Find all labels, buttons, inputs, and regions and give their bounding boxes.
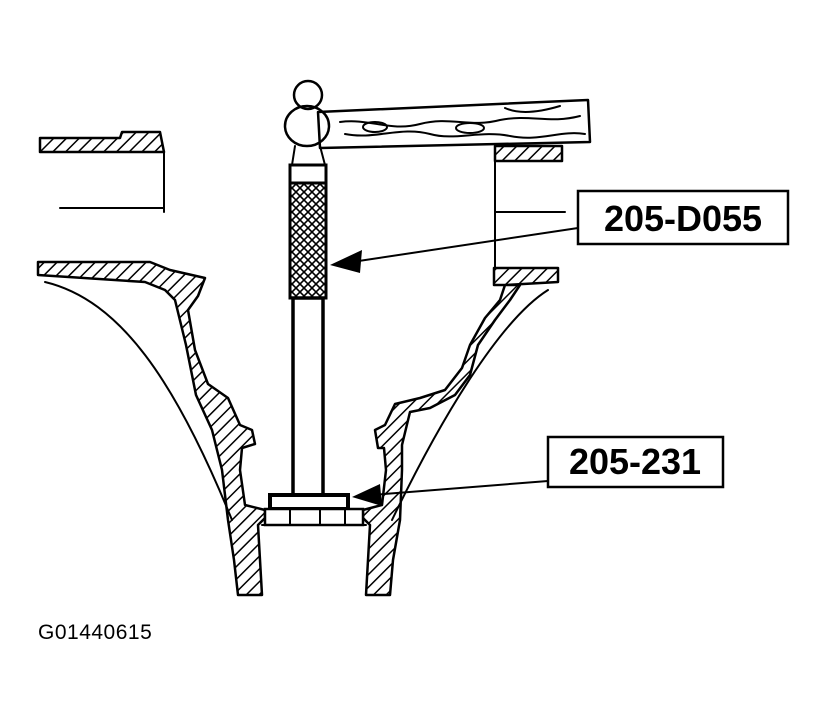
driver-plate	[261, 493, 367, 527]
knurled-grip	[288, 181, 328, 300]
callout-arrow-driver	[352, 480, 549, 506]
callout-label-handle: 205-D055	[604, 198, 762, 239]
callout-arrow-handle	[330, 227, 579, 273]
figure-id: G01440615	[38, 621, 153, 644]
mallet-head	[316, 98, 592, 150]
callout-box-driver: 205-231	[546, 435, 725, 489]
callout-label-driver: 205-231	[569, 441, 701, 482]
housing-cross-section	[36, 130, 566, 597]
callout-box-handle: 205-D055	[576, 189, 790, 246]
handle-tool	[283, 79, 331, 498]
